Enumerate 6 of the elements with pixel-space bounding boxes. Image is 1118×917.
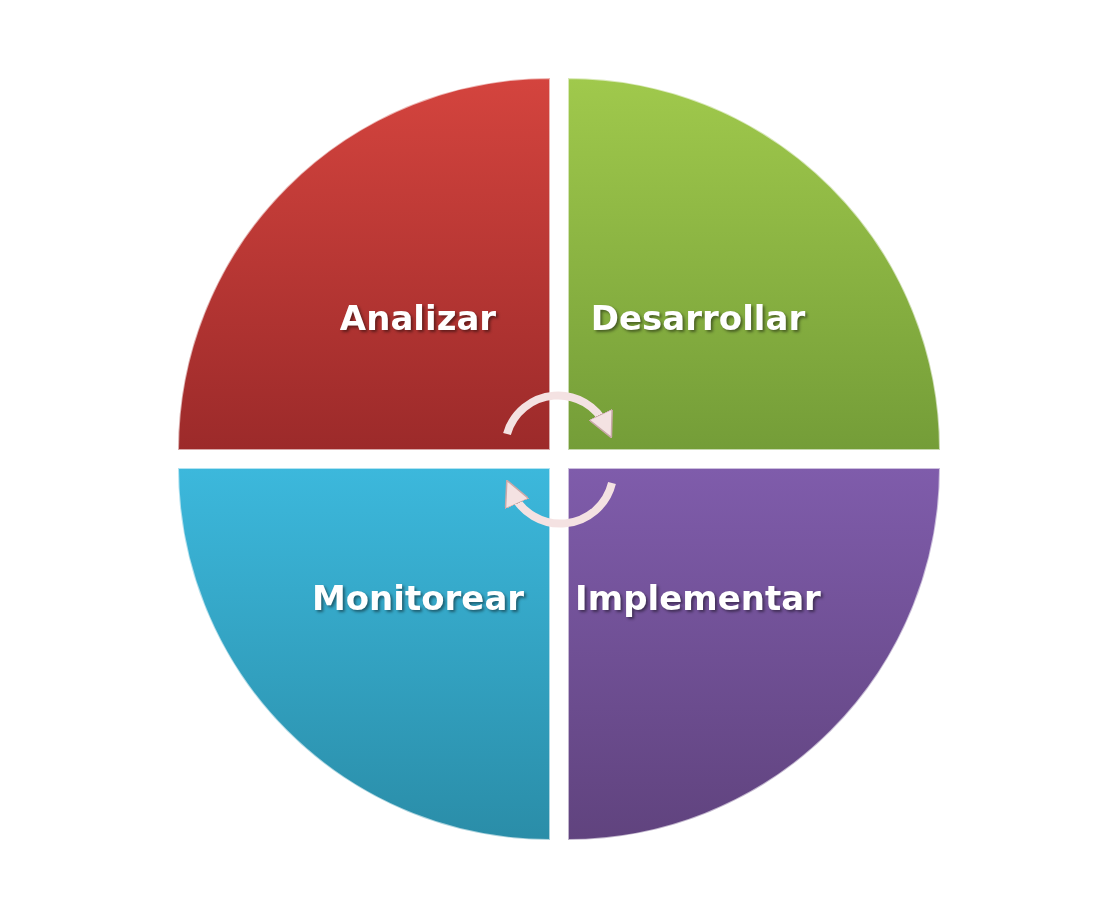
curved-arrow [503, 391, 613, 438]
segment-label: Monitorear [311, 578, 525, 618]
segment-label: Desarrollar [590, 298, 806, 338]
segment-label: Analizar [339, 298, 497, 338]
segment-label: Implementar [575, 578, 821, 618]
curved-arrow [505, 479, 616, 528]
